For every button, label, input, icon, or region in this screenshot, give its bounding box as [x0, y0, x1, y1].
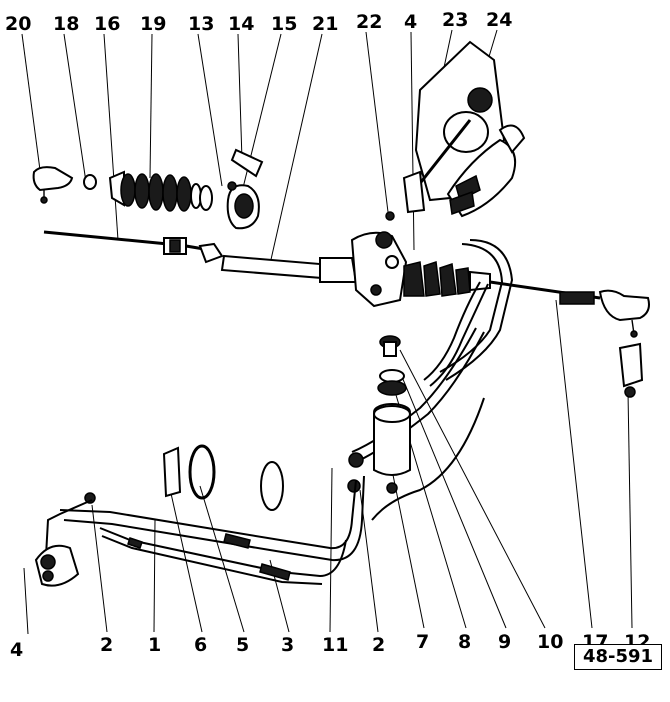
steering-rack-housing [198, 231, 408, 308]
callout-6: 6 [194, 634, 207, 656]
power-steering-pump [34, 499, 93, 587]
steering-column-assembly [385, 40, 526, 221]
callout-19: 19 [140, 13, 166, 35]
return-lines [59, 475, 365, 585]
pressure-hoses [351, 239, 514, 521]
callout-5: 5 [236, 634, 249, 656]
callout-14: 14 [228, 13, 254, 35]
callout-4-bottom: 4 [10, 639, 23, 661]
mounting-clamp [226, 148, 264, 230]
callout-16: 16 [94, 13, 120, 35]
callout-20: 20 [5, 13, 31, 35]
callout-2-left: 2 [100, 634, 113, 656]
callout-7: 7 [416, 631, 429, 653]
rubber-boot-bellows [108, 170, 202, 212]
callout-10: 10 [537, 631, 563, 653]
tie-rod-end-left [32, 166, 74, 204]
callout-2-right: 2 [372, 634, 385, 656]
hose-bracket [162, 446, 182, 498]
figure-reference-number: 48-591 [574, 644, 662, 670]
rubber-boot-right [403, 260, 491, 297]
callout-11: 11 [322, 634, 348, 656]
lock-nut [83, 174, 97, 190]
callout-3: 3 [281, 634, 294, 656]
callout-22: 22 [356, 11, 382, 33]
callout-23: 23 [442, 9, 468, 31]
leader-lines-bottom [23, 299, 633, 635]
callout-24: 24 [486, 9, 512, 31]
o-rings [188, 444, 284, 511]
callout-8: 8 [458, 631, 471, 653]
tie-rod-left [43, 230, 205, 255]
callout-13: 13 [188, 13, 214, 35]
callout-9: 9 [498, 631, 511, 653]
fluid-reservoir [373, 335, 411, 494]
callout-21: 21 [312, 13, 338, 35]
boot-clamp [199, 185, 213, 211]
callout-15: 15 [271, 13, 297, 35]
callout-1: 1 [148, 634, 161, 656]
callout-4-top: 4 [404, 11, 417, 33]
dust-cap [618, 342, 644, 398]
banjo-fittings [84, 452, 364, 504]
callout-18: 18 [53, 13, 79, 35]
tie-rod-right [489, 280, 650, 338]
